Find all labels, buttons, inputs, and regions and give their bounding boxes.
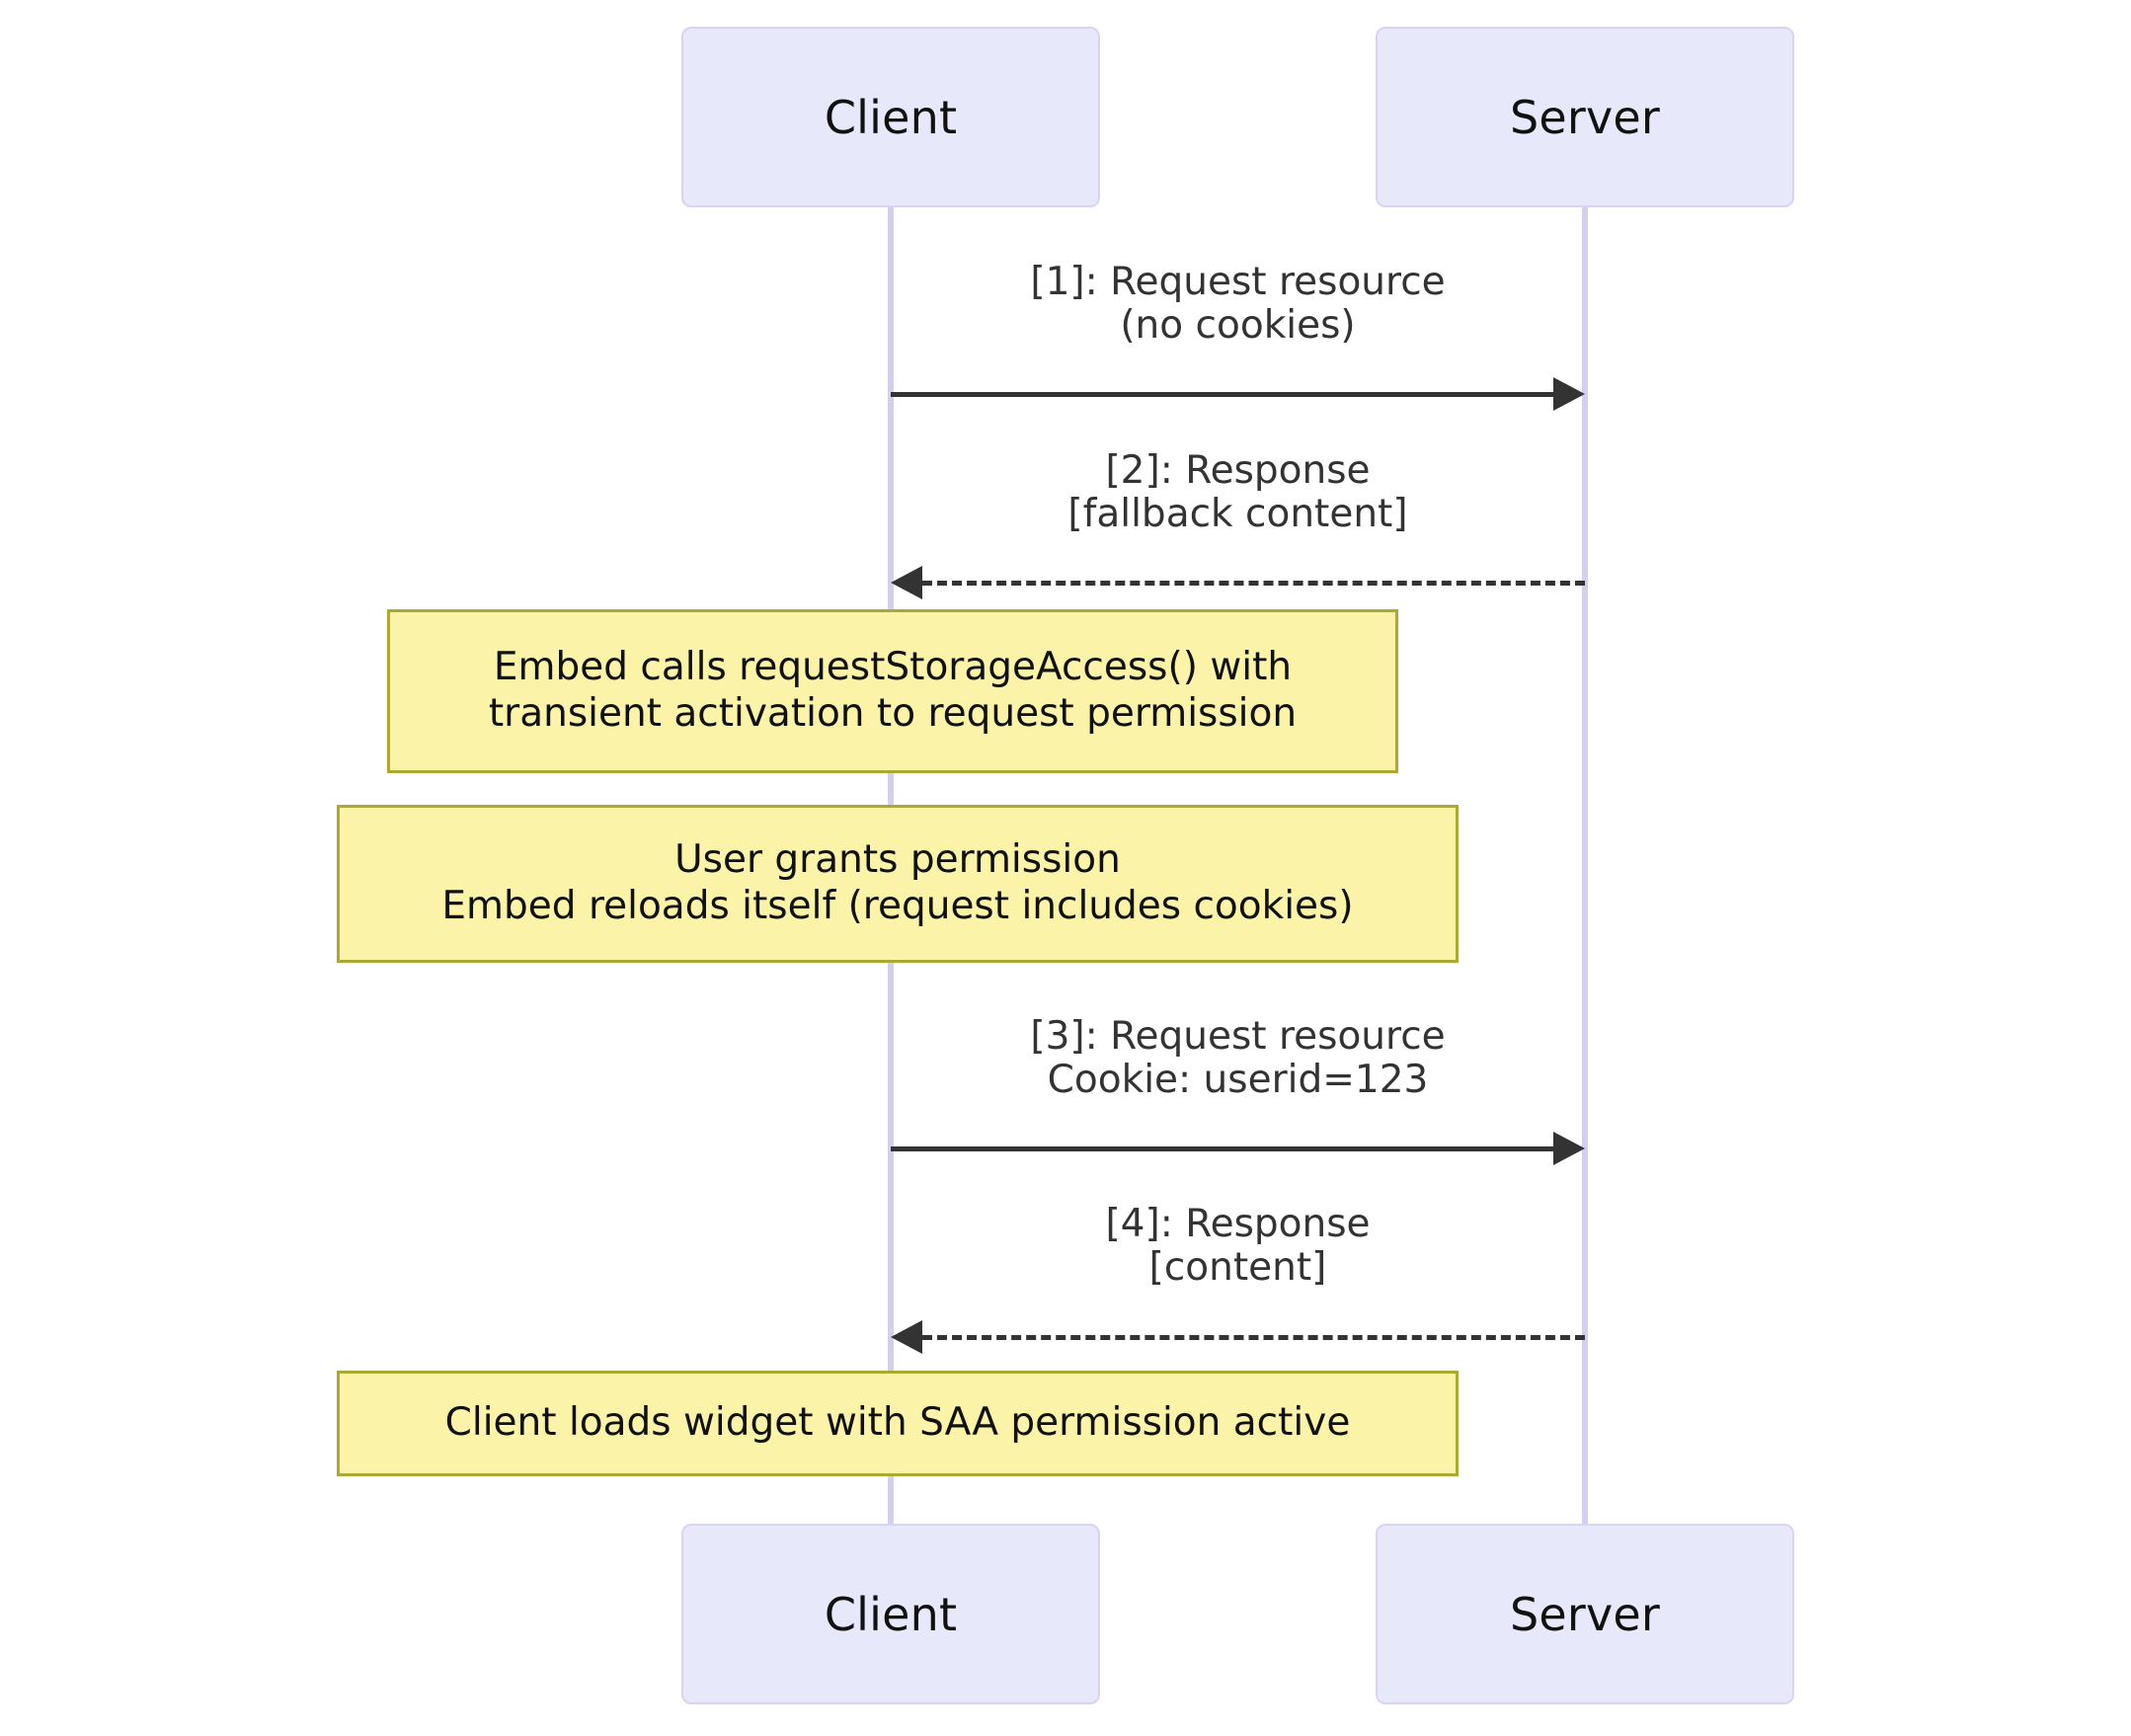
participant-server-top[interactable]: Server xyxy=(1376,27,1794,207)
note-1-text: Embed calls requestStorageAccess() with … xyxy=(488,645,1298,736)
participant-client-bottom[interactable]: Client xyxy=(681,1524,1100,1704)
message-4-label: [4]: Response [content] xyxy=(1105,1202,1371,1290)
participant-server-top-label: Server xyxy=(1509,90,1661,144)
message-2-label: [2]: Response [fallback content] xyxy=(1067,448,1408,536)
participant-server-bottom[interactable]: Server xyxy=(1376,1524,1794,1704)
message-3-arrowhead xyxy=(1553,1132,1585,1165)
message-4-line xyxy=(922,1335,1585,1340)
message-1-arrowhead xyxy=(1553,377,1585,411)
message-3-label: [3]: Request resource Cookie: userid=123 xyxy=(1030,1014,1446,1102)
participant-client-top[interactable]: Client xyxy=(681,27,1100,207)
lifeline-server xyxy=(1582,207,1588,1524)
participant-server-bottom-label: Server xyxy=(1509,1587,1661,1641)
note-user-grants-permission: User grants permission Embed reloads its… xyxy=(337,805,1459,963)
message-4-arrowhead xyxy=(891,1320,922,1354)
message-3-line xyxy=(891,1146,1554,1151)
note-3-text: Client loads widget with SAA permission … xyxy=(444,1400,1351,1446)
participant-client-top-label: Client xyxy=(824,90,958,144)
note-2-text: User grants permission Embed reloads its… xyxy=(441,837,1354,928)
message-2-arrowhead xyxy=(891,566,922,599)
message-2-line xyxy=(922,581,1585,586)
note-client-loads-widget: Client loads widget with SAA permission … xyxy=(337,1371,1459,1476)
message-1-label: [1]: Request resource (no cookies) xyxy=(1030,260,1446,348)
message-1-line xyxy=(891,392,1554,397)
participant-client-bottom-label: Client xyxy=(824,1587,958,1641)
note-embed-calls-request-storage-access: Embed calls requestStorageAccess() with … xyxy=(387,609,1398,773)
